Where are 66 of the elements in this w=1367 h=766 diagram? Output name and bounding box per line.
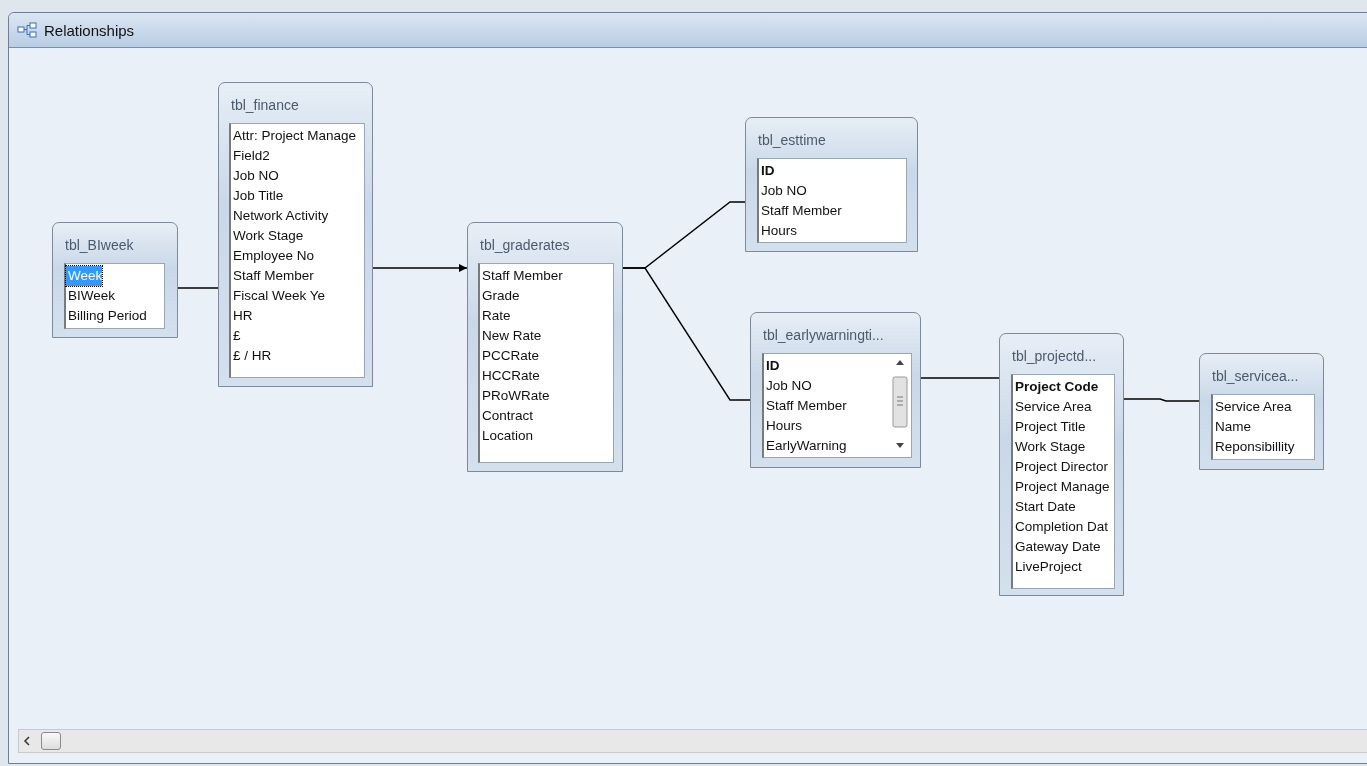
field-name: Location bbox=[481, 427, 534, 445]
field-name: Employee No bbox=[232, 247, 315, 265]
field-name: ID bbox=[760, 162, 775, 180]
field-name: Hours bbox=[760, 222, 797, 240]
relationship-line bbox=[1123, 398, 1200, 402]
field-name: Staff Member bbox=[765, 397, 847, 415]
field-name: Network Activity bbox=[232, 207, 329, 225]
table-name: tbl_finance bbox=[231, 97, 299, 113]
field-name: Staff Member bbox=[232, 267, 314, 285]
field-name: Attr: Project Manage bbox=[232, 127, 357, 145]
field-name: Job NO bbox=[765, 377, 812, 395]
field-name: Project Director bbox=[1014, 458, 1109, 476]
field-name: Field2 bbox=[232, 147, 270, 165]
table-box bbox=[218, 82, 373, 387]
field-name: Gateway Date bbox=[1014, 538, 1101, 556]
field-name: Billing Period bbox=[67, 307, 147, 325]
field-name: Fiscal Week Ye bbox=[232, 287, 326, 305]
field-name: New Rate bbox=[481, 327, 542, 345]
field-name: Start Date bbox=[1014, 498, 1076, 516]
window-title: Relationships bbox=[44, 22, 135, 39]
table-name: tbl_esttime bbox=[758, 132, 826, 148]
field-name: Project Code bbox=[1014, 378, 1099, 396]
selected-field-name: Week bbox=[66, 266, 103, 286]
field-name: Completion Dat bbox=[1014, 518, 1109, 536]
field-name: Service Area bbox=[1214, 398, 1292, 416]
table-name: tbl_BIweek bbox=[65, 237, 134, 253]
relationship-line bbox=[920, 377, 1000, 379]
field-name: Job NO bbox=[760, 182, 807, 200]
field-name: Rate bbox=[481, 307, 511, 325]
table-box bbox=[745, 117, 918, 252]
field-name: HR bbox=[232, 307, 253, 325]
table-box bbox=[999, 333, 1124, 596]
table-name: tbl_graderates bbox=[480, 237, 570, 253]
table-box bbox=[467, 222, 623, 472]
table-name: tbl_earlywarningti... bbox=[763, 327, 884, 343]
field-name: Staff Member bbox=[760, 202, 842, 220]
field-name: LiveProject bbox=[1014, 558, 1082, 576]
field-name: Work Stage bbox=[1014, 438, 1086, 456]
field-name: £ / HR bbox=[232, 347, 272, 365]
field-name: Job NO bbox=[232, 167, 279, 185]
relationship-line bbox=[177, 287, 219, 289]
table-name: tbl_projectd... bbox=[1012, 348, 1097, 364]
table-box bbox=[750, 312, 921, 468]
field-name: HCCRate bbox=[481, 367, 540, 385]
table-box bbox=[1199, 353, 1324, 470]
field-name: PRoWRate bbox=[481, 387, 550, 405]
field-name: Reponsibillity bbox=[1214, 438, 1295, 456]
field-name: Project Title bbox=[1014, 418, 1086, 436]
field-name: Grade bbox=[481, 287, 520, 305]
field-name: Project Manage bbox=[1014, 478, 1110, 496]
field-name: Work Stage bbox=[232, 227, 304, 245]
field-name: ID bbox=[765, 357, 780, 375]
field-name: PCCRate bbox=[481, 347, 540, 365]
field-name: £ bbox=[232, 327, 241, 345]
relationship-arrow bbox=[372, 264, 468, 272]
table-name: tbl_servicea... bbox=[1212, 368, 1299, 384]
table-box bbox=[52, 222, 178, 338]
field-name: Service Area bbox=[1014, 398, 1092, 416]
field-name: Contract bbox=[481, 407, 534, 425]
field-name: Name bbox=[1214, 418, 1251, 436]
field-name: Hours bbox=[765, 417, 802, 435]
field-name: BIWeek bbox=[67, 287, 116, 305]
field-name: EarlyWarning bbox=[765, 437, 847, 455]
field-name: Staff Member bbox=[481, 267, 563, 285]
relationship-line bbox=[622, 267, 751, 401]
field-name: Job Title bbox=[232, 187, 284, 205]
